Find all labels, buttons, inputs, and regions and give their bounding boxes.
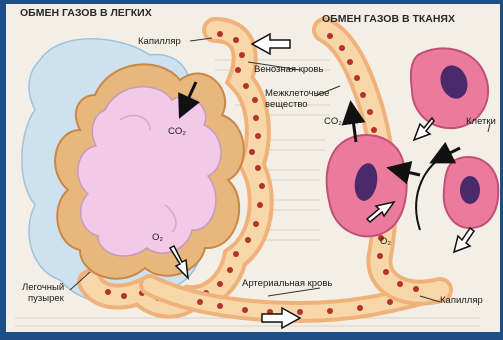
label-interstitial-2: вещество — [265, 99, 308, 110]
label-o2-tissue: O₂ — [380, 236, 391, 247]
label-capillary-bottom: Капилляр — [440, 295, 483, 306]
tissue-cell-middle — [327, 135, 407, 236]
label-interstitial-1: Межклеточное — [265, 88, 329, 99]
tissue-cell-right — [444, 157, 499, 228]
label-cells: Клетки — [466, 116, 496, 127]
label-o2-lung: O₂ — [152, 232, 163, 243]
title-tissues: ОБМЕН ГАЗОВ В ТКАНЯХ — [322, 13, 455, 25]
label-co2-lung: CO₂ — [168, 126, 186, 137]
label-co2-tissue: CO₂ — [324, 116, 342, 127]
title-lungs: ОБМЕН ГАЗОВ В ЛЕГКИХ — [20, 7, 152, 19]
label-venous-blood: Венозная кровь — [254, 64, 323, 75]
label-alveolus-2: пузырек — [28, 293, 65, 304]
label-alveolus-1: Легочный — [22, 282, 64, 293]
label-arterial-blood: Артериальная кровь — [242, 278, 332, 289]
label-capillary-top: Капилляр — [138, 36, 181, 47]
